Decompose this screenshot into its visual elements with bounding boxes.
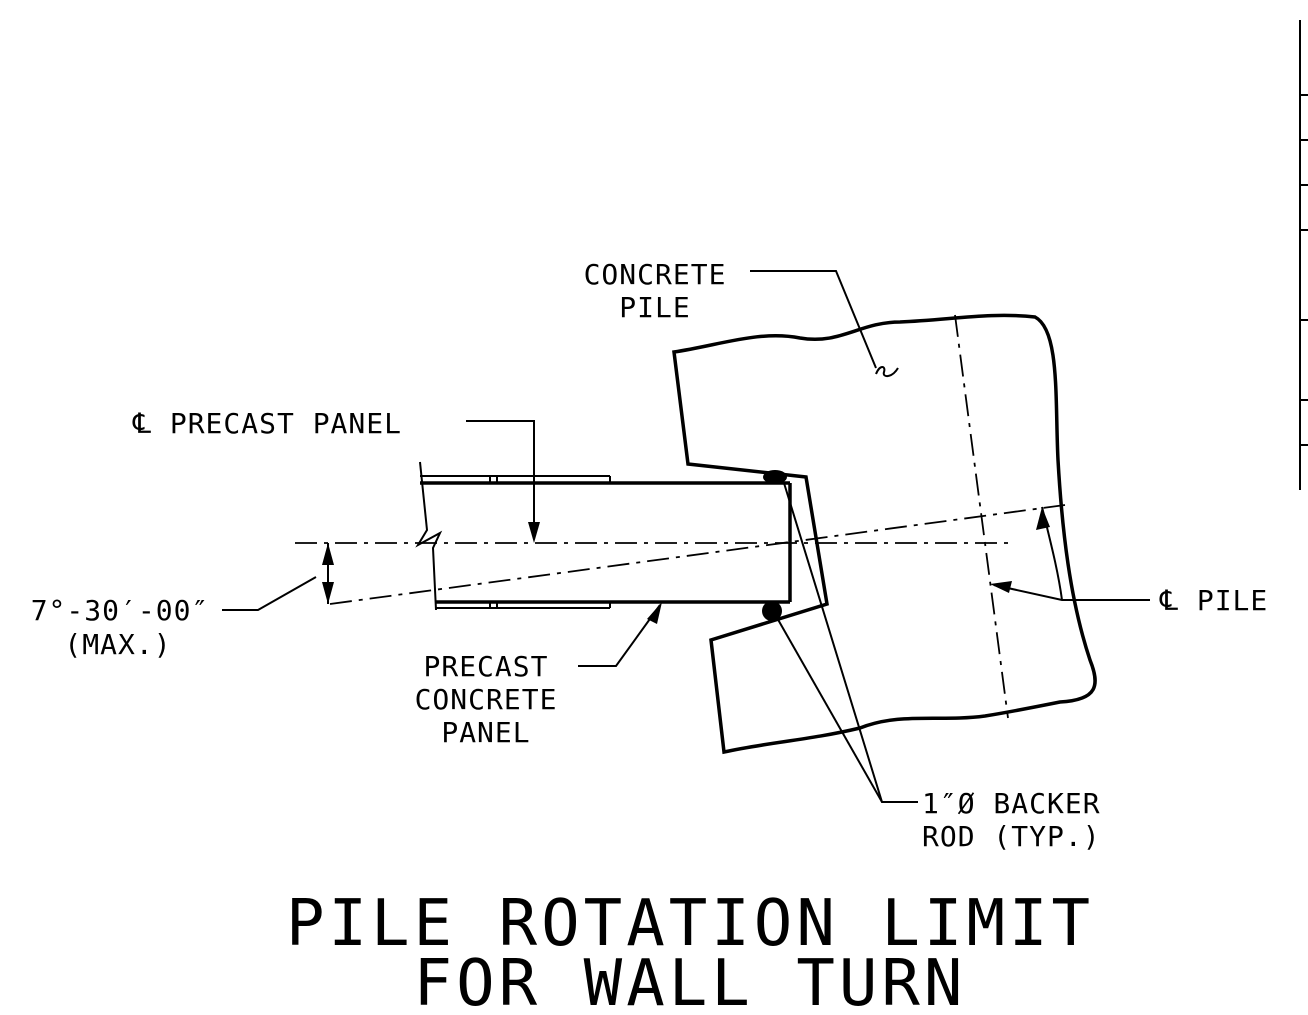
leaders: [222, 270, 1150, 803]
rotation-arrow: [1036, 506, 1063, 601]
label-backer-rod-1: 1″Ø BACKER: [922, 787, 1101, 820]
backer-rod-bottom: [762, 601, 782, 621]
label-backer-rod-2: ROD (TYP.): [922, 820, 1101, 853]
label-panel: PANEL: [441, 716, 530, 749]
angle-dimension: [322, 543, 334, 604]
concrete-pile-outline: [672, 313, 1097, 755]
title-block-edge: [1299, 20, 1308, 490]
label-precast: PRECAST: [423, 650, 548, 683]
pile-centerline: [954, 314, 1009, 719]
label-angle: 7°-30′-00″: [31, 594, 210, 627]
backer-rod-top: [763, 470, 787, 484]
label-concrete-panel: CONCRETE: [415, 683, 558, 716]
precast-concrete-panel: [415, 461, 792, 611]
label-cl-precast-panel: ℄ PRECAST PANEL: [132, 407, 402, 440]
drawing-title-line-1: PILE ROTATION LIMIT: [286, 887, 1094, 961]
label-cl-pile: ℄ PILE: [1159, 584, 1268, 617]
label-angle-max: (MAX.): [64, 628, 171, 661]
label-concrete: CONCRETE: [584, 258, 727, 291]
drawing-title-line-2: FOR WALL TURN: [414, 947, 967, 1015]
rotated-centerline: [329, 504, 1066, 605]
label-pile: PILE: [619, 291, 690, 324]
pile-break-mark: [875, 366, 899, 378]
